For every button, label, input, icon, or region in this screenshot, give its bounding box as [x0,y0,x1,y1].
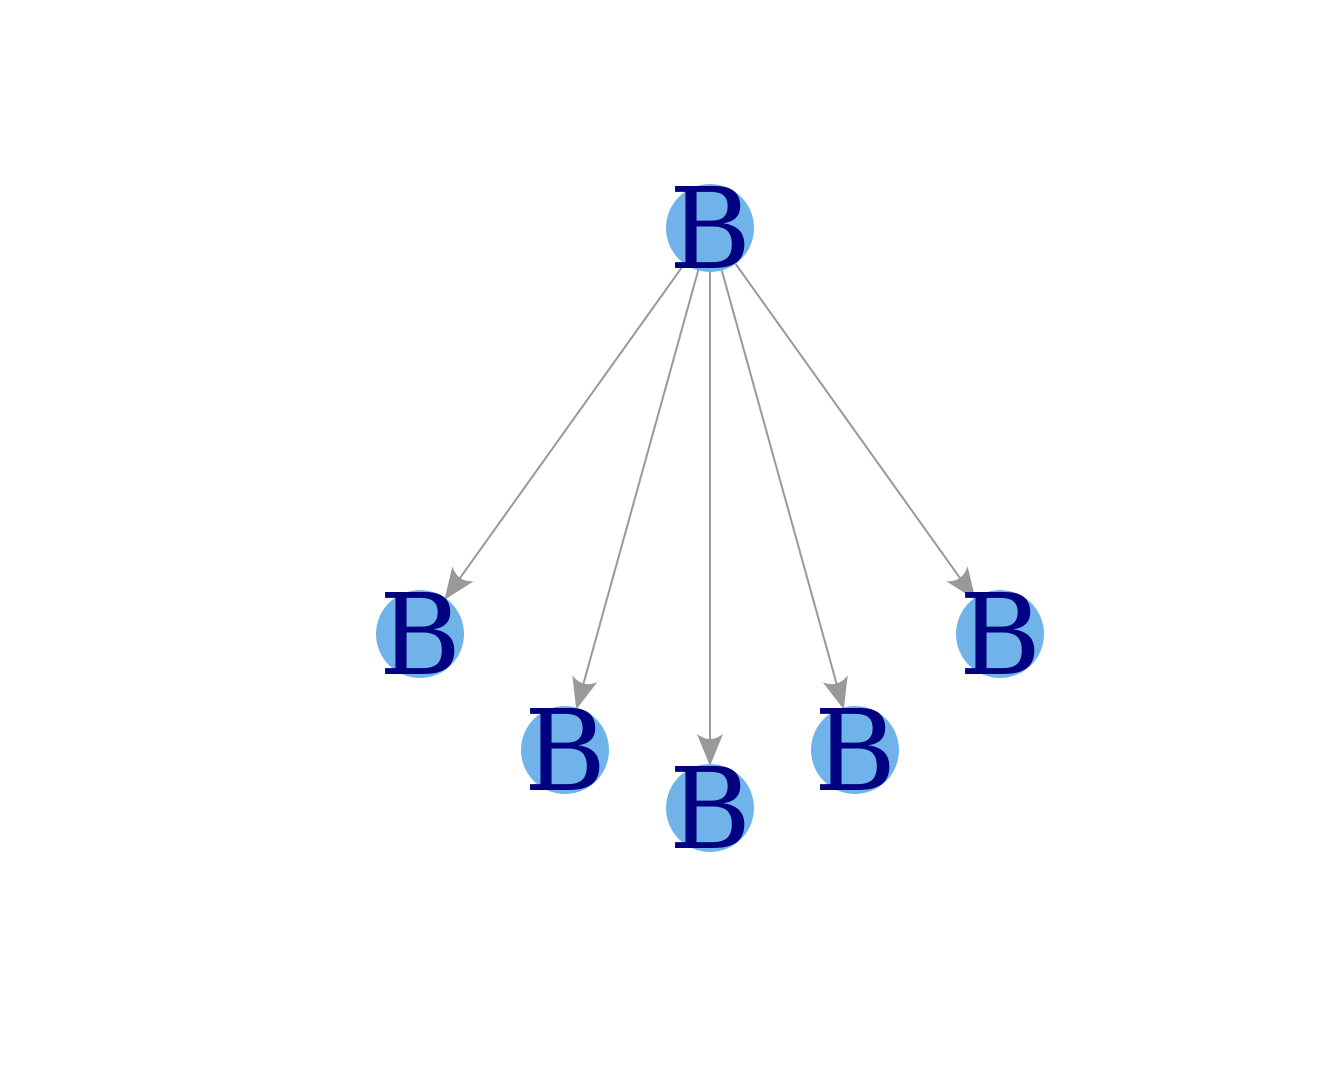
node-child-1: B [376,571,464,701]
node-label: B [669,165,751,295]
edge-line [720,270,838,685]
node-circle [521,706,609,794]
edge-5 [734,263,976,600]
edges-layer [444,263,976,766]
arrowhead [822,675,848,710]
arrowhead [572,675,598,710]
edge-line [458,263,686,580]
edge-line [734,263,962,580]
node-circle [811,706,899,794]
arrowhead [444,566,474,600]
node-label: B [379,571,461,701]
node-child-2: B [521,687,609,817]
node-label: B [524,687,606,817]
edge-3 [697,272,723,766]
node-circle [376,590,464,678]
edge-2 [572,270,700,710]
edge-4 [720,270,848,710]
node-circle [666,184,754,272]
arrowhead [946,566,976,600]
node-circle [956,590,1044,678]
node-circle [666,764,754,852]
node-label: B [669,745,751,875]
node-child-4: B [811,687,899,817]
node-label: B [814,687,896,817]
edge-1 [444,263,686,600]
arrowhead [697,734,723,766]
edge-line [582,270,700,685]
node-child-5: B [956,571,1044,701]
node-child-3: B [666,745,754,875]
node-label: B [959,571,1041,701]
node-root: B [666,165,754,295]
